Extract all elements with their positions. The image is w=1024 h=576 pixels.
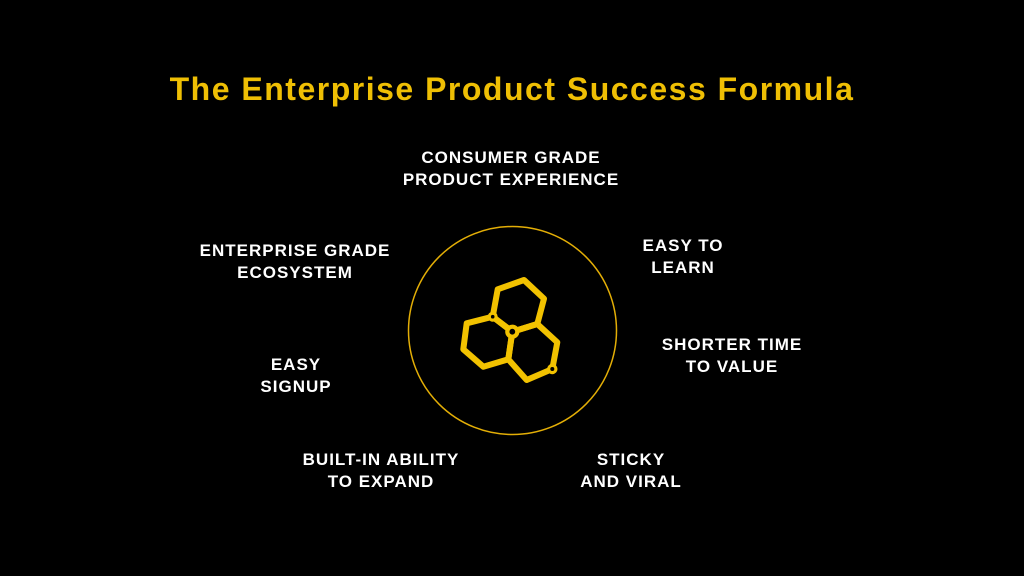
label-line: ECOSYSTEM: [237, 263, 353, 282]
label-line: TO EXPAND: [327, 472, 435, 491]
label-easy-to-learn: EASY TO LEARN: [642, 235, 723, 279]
label-built-in-ability-to-expand: BUILT-IN ABILITY TO EXPAND: [303, 449, 460, 493]
label-enterprise-grade-ecosystem: ENTERPRISE GRADE ECOSYSTEM: [200, 240, 391, 284]
label-line: PRODUCT EXPERIENCE: [402, 170, 620, 189]
label-line: SIGNUP: [260, 377, 332, 396]
label-line: AND VIRAL: [580, 472, 682, 491]
label-line: EASY TO: [642, 236, 724, 255]
label-line: TO VALUE: [685, 357, 779, 376]
junction-node-center: [505, 324, 520, 339]
label-line: STICKY: [596, 450, 666, 469]
label-consumer-grade-product-experience: CONSUMER GRADE PRODUCT EXPERIENCE: [403, 147, 619, 191]
label-line: LEARN: [651, 258, 715, 277]
label-line: CONSUMER GRADE: [421, 148, 601, 167]
hexagon-left: [460, 313, 516, 370]
junction-node-small-bottom-right: [547, 363, 558, 375]
junction-node-small-left: [487, 311, 498, 322]
label-easy-signup: EASY SIGNUP: [260, 354, 331, 398]
label-line: ENTERPRISE GRADE: [199, 241, 391, 260]
label-shorter-time-to-value: SHORTER TIME TO VALUE: [662, 334, 802, 378]
label-line: SHORTER TIME: [661, 335, 803, 354]
honeycomb-hexagons-icon: [407, 225, 618, 436]
label-line: BUILT-IN ABILITY: [302, 450, 460, 469]
label-sticky-and-viral: STICKY AND VIRAL: [580, 449, 682, 493]
page-title: The Enterprise Product Success Formula: [169, 71, 855, 108]
label-line: EASY: [270, 355, 322, 374]
outer-circle-outline: [407, 225, 618, 436]
